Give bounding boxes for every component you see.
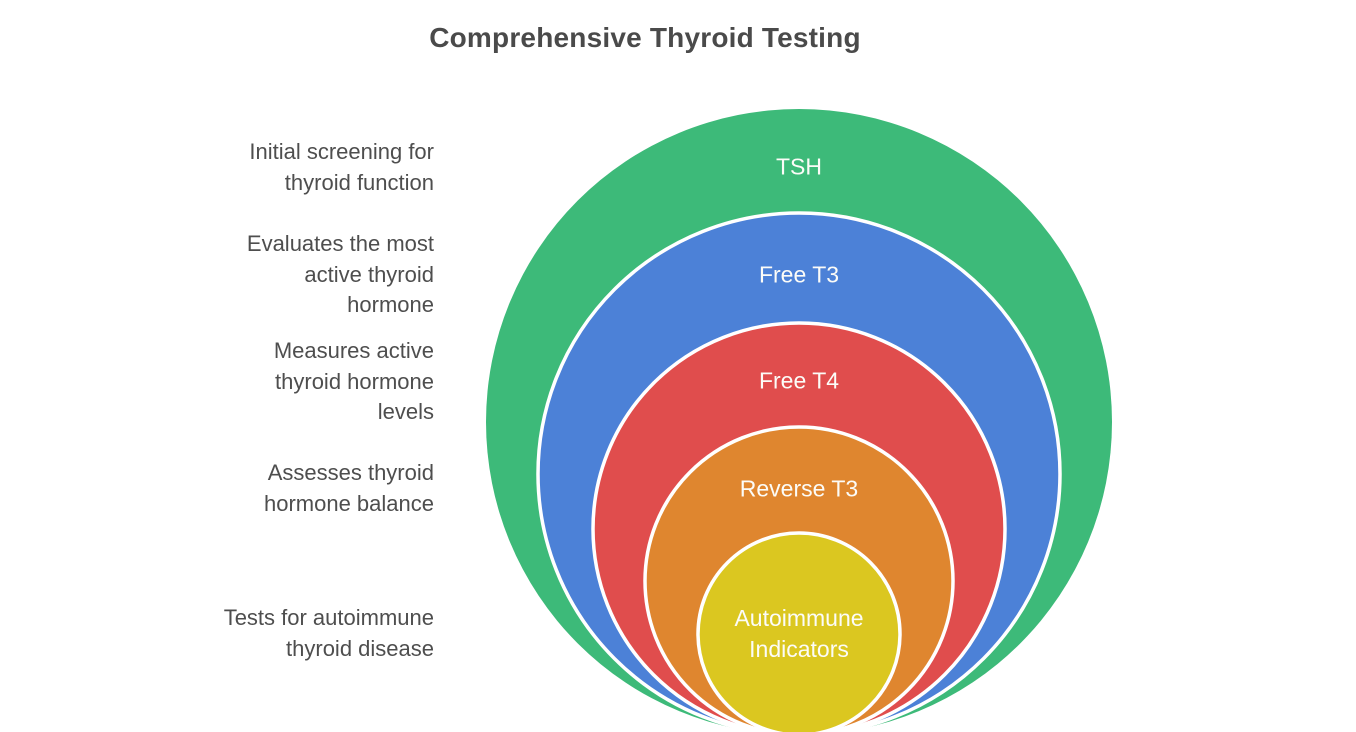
page-title: Comprehensive Thyroid Testing [429, 22, 861, 53]
ring-label-tsh: TSH [776, 153, 822, 180]
ring-circle-autoimmune-indicators [696, 531, 902, 732]
ring-label-autoimmune-indicators: Autoimmune Indicators [734, 605, 864, 662]
ring-label-free-t3: Free T3 [758, 261, 840, 288]
ring-description-free-t3: Evaluates the most active thyroid hormon… [246, 231, 434, 317]
ring-description-reverse-t3: Assesses thyroid hormone balance [263, 460, 434, 516]
ring-description-free-t4: Measures active thyroid hormone levels [273, 338, 434, 424]
ring-description-tsh: Initial screening for thyroid function [249, 139, 434, 195]
ring-description-autoimmune-indicators: Tests for autoimmune thyroid disease [223, 605, 434, 661]
ring-label-reverse-t3: Reverse T3 [739, 475, 859, 502]
ring-label-free-t4: Free T4 [758, 367, 840, 394]
